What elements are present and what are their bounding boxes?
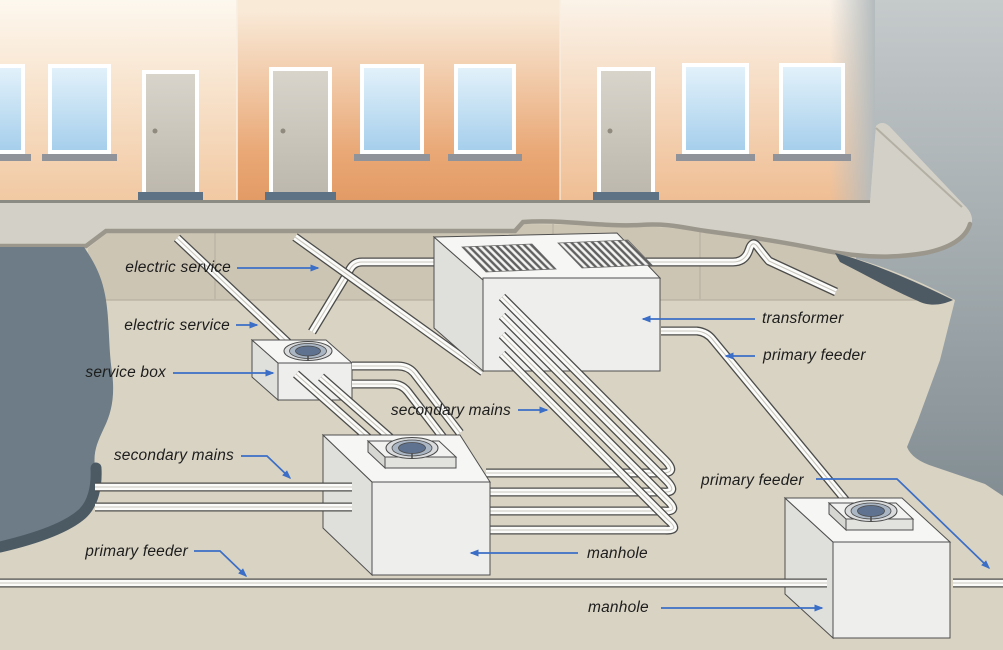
label-primary-feeder-right-bottom: primary feeder <box>701 472 804 489</box>
label-secondary-mains-center: secondary mains <box>390 402 511 419</box>
window <box>676 63 755 161</box>
arrow-secondary-mains-left <box>241 455 292 480</box>
manhole-cover <box>385 437 439 459</box>
manhole-right-box <box>783 496 952 640</box>
building-base-line <box>0 200 875 203</box>
label-manhole-bottom: manhole <box>588 599 649 616</box>
arrow-primary-feeder-right-bottom <box>816 478 991 570</box>
transformer-vent <box>461 243 557 273</box>
soil-blob-left <box>0 247 114 545</box>
building-divider <box>559 0 561 200</box>
window <box>773 63 851 161</box>
service-box-cover <box>283 341 333 361</box>
window <box>0 64 31 161</box>
door <box>593 67 659 201</box>
building-divider <box>236 0 238 200</box>
window <box>42 64 117 161</box>
label-electric-service-1: electric service <box>125 259 231 276</box>
door <box>265 67 336 201</box>
ledge-top-edge <box>875 127 963 208</box>
annotation-arrows <box>173 264 991 612</box>
service-box <box>250 338 354 402</box>
label-primary-feeder-right-top: primary feeder <box>763 347 866 364</box>
buildings <box>0 0 875 203</box>
building-1 <box>0 0 237 203</box>
sidewalk-torn-edge <box>0 219 973 259</box>
soil-wedge-right <box>835 253 953 305</box>
label-transformer: transformer <box>762 310 844 327</box>
sidewalk <box>0 123 972 258</box>
door <box>138 70 203 201</box>
label-secondary-mains-left: secondary mains <box>113 447 234 464</box>
label-primary-feeder-left: primary feeder <box>85 543 188 560</box>
arrow-primary-feeder-left <box>194 550 248 578</box>
transformer-box <box>432 232 662 373</box>
manhole-cover <box>844 500 898 522</box>
transformer-vent <box>557 239 653 269</box>
label-manhole-center: manhole <box>587 545 648 562</box>
window <box>354 64 430 161</box>
window <box>448 64 522 161</box>
label-electric-service-2: electric service <box>124 317 230 334</box>
label-service-box: service box <box>85 364 166 381</box>
